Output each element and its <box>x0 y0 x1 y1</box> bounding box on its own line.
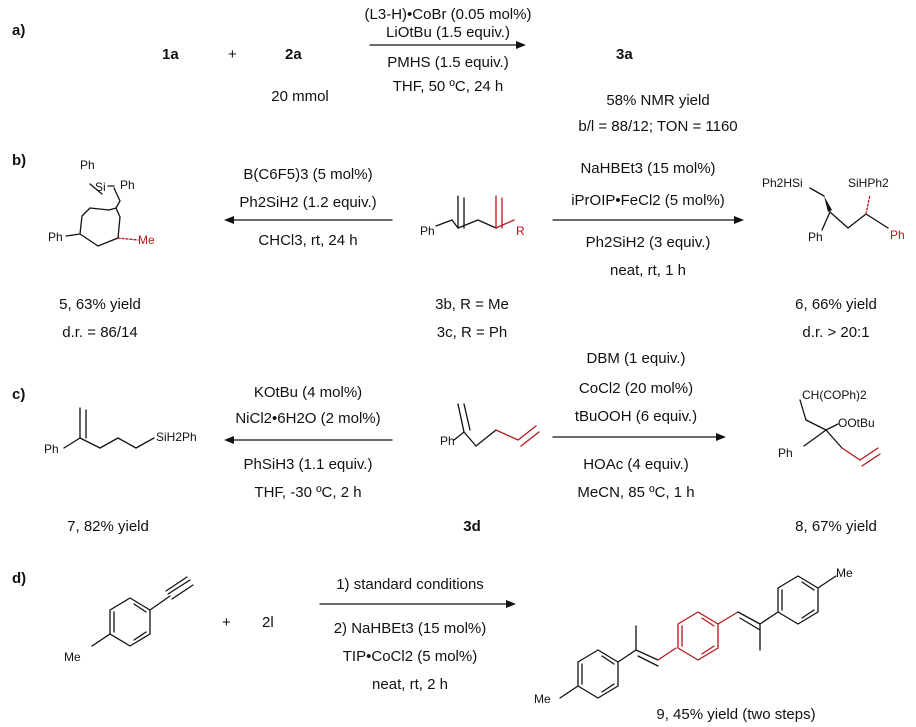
compound-6-ph2hsi: Ph2HSi <box>762 176 803 190</box>
compound-3b-r: R <box>516 224 525 238</box>
tolylacetylene-bonds <box>91 576 194 647</box>
compound-7-bonds <box>63 407 155 449</box>
compound-8-bonds <box>799 399 881 467</box>
product-3a: 3a <box>616 46 633 63</box>
cond-d-3: TIP•CoCl2 (5 mol%) <box>342 648 478 665</box>
compound-6-ph-left: Ph <box>808 230 823 244</box>
compound-5-dr: d.r. = 86/14 <box>62 324 138 341</box>
tolylacetylene-me: Me <box>64 650 81 664</box>
plus-sign-d: + <box>222 614 231 631</box>
compound-5-ph-left: Ph <box>48 230 63 244</box>
compound-9-me-top: Me <box>836 566 853 580</box>
cond-b-left-2: Ph2SiH2 (1.2 equiv.) <box>239 194 377 211</box>
compound-5-me: Me <box>138 233 155 247</box>
cond-a-3: PMHS (1.5 equiv.) <box>387 54 509 71</box>
reagent-2l: 2l <box>262 614 274 631</box>
cond-c-left-3: PhSiH3 (1.1 equiv.) <box>243 456 373 473</box>
compound-9-me-bottom: Me <box>534 692 551 706</box>
compound-7-yield: 7, 82% yield <box>67 518 149 535</box>
compound-3b-label: 3b, R = Me <box>435 296 509 313</box>
compound-6-dr: d.r. > 20:1 <box>802 324 870 341</box>
compound-6-bonds <box>809 187 889 231</box>
compound-8-ch: CH(COPh)2 <box>802 388 867 402</box>
compound-8-yield: 8, 67% yield <box>795 518 877 535</box>
scale-text: 20 mmol <box>271 88 329 105</box>
reaction-arrows <box>224 41 744 608</box>
cond-b-left-3: CHCl3, rt, 24 h <box>258 232 358 249</box>
compound-3d-ph: Ph <box>440 434 455 448</box>
compound-5-yield: 5, 63% yield <box>59 296 141 313</box>
compound-6-yield: 6, 66% yield <box>795 296 877 313</box>
cond-d-1: 1) standard conditions <box>336 576 484 593</box>
cond-c-right-5: MeCN, 85 ºC, 1 h <box>577 484 695 501</box>
compound-9-yield: 9, 45% yield (two steps) <box>656 706 816 723</box>
result-a-yield: 58% NMR yield <box>606 92 710 109</box>
cond-d-2: 2) NaHBEt3 (15 mol%) <box>333 620 487 637</box>
cond-b-right-3: Ph2SiH2 (3 equiv.) <box>585 234 711 251</box>
result-a-ratio: b/l = 88/12; TON = 1160 <box>578 118 738 135</box>
reactant-1a: 1a <box>162 46 179 63</box>
cond-a-1: (L3-H)•CoBr (0.05 mol%) <box>364 6 532 23</box>
compound-3d-label: 3d <box>463 518 481 535</box>
cond-c-left-4: THF, -30 ºC, 2 h <box>254 484 362 501</box>
compound-6-ph-right: Ph <box>890 228 905 242</box>
panel-a-label: a) <box>12 22 26 39</box>
compound-3b-bonds <box>435 195 515 229</box>
compound-8-ph: Ph <box>778 446 793 460</box>
cond-b-right-4: neat, rt, 1 h <box>610 262 686 279</box>
compound-8-oo: OOtBu <box>838 416 875 430</box>
compound-5-ph-top: Ph <box>80 158 95 172</box>
compound-7-sih2ph: SiH2Ph <box>156 430 197 444</box>
cond-c-right-1: DBM (1 equiv.) <box>586 350 686 367</box>
plus-sign-a: + <box>228 46 237 63</box>
cond-b-left-1: B(C6F5)3 (5 mol%) <box>243 166 373 183</box>
compound-3b-ph: Ph <box>420 224 435 238</box>
compound-6-sihph2: SiHPh2 <box>848 176 889 190</box>
compound-5-ph-right: Ph <box>120 178 135 192</box>
compound-5-bonds <box>65 183 139 247</box>
cond-c-right-4: HOAc (4 equiv.) <box>583 456 689 473</box>
cond-c-right-2: CoCl2 (20 mol%) <box>578 380 694 397</box>
cond-b-right-1: NaHBEt3 (15 mol%) <box>580 160 716 177</box>
compound-5-si: Si <box>95 180 106 194</box>
cond-d-4: neat, rt, 2 h <box>372 676 448 693</box>
compound-7-ph: Ph <box>44 442 59 456</box>
panel-d-label: d) <box>12 570 27 587</box>
cond-c-right-3: tBuOOH (6 equiv.) <box>574 408 698 425</box>
compound-3c-label: 3c, R = Ph <box>436 324 508 341</box>
panel-c-label: c) <box>12 386 26 403</box>
cond-b-right-2: iPrOIP•FeCl2 (5 mol%) <box>571 192 725 209</box>
panel-b-label: b) <box>12 152 27 169</box>
compound-9-bonds <box>559 575 837 699</box>
cond-a-2: LiOtBu (1.5 equiv.) <box>386 24 510 41</box>
cond-c-left-1: KOtBu (4 mol%) <box>253 384 363 401</box>
compound-3d-bonds <box>453 403 540 447</box>
cond-a-4: THF, 50 ºC, 24 h <box>392 78 504 95</box>
cond-c-left-2: NiCl2•6H2O (2 mol%) <box>235 410 381 427</box>
reactant-2a: 2a <box>285 46 302 63</box>
